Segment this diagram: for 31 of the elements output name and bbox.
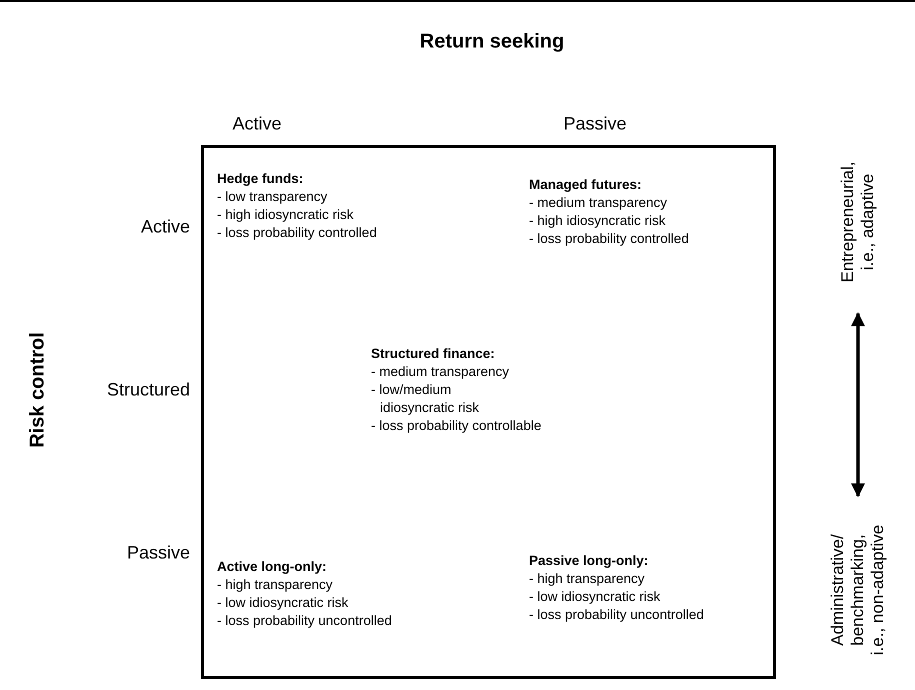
bullet-text: - loss probability uncontrolled	[217, 612, 393, 630]
bullet-text: - loss probability controlled	[529, 230, 690, 248]
bullet-text: - high transparency	[217, 576, 334, 594]
bullet-text: - loss probability uncontrolled	[529, 606, 705, 624]
axis-category-label: Structured	[106, 380, 190, 400]
axis-category-label: Passive	[126, 542, 190, 564]
bullet-text: - medium transparency	[529, 194, 668, 212]
bullet-text: - loss probability controlled	[217, 224, 378, 242]
bullet-text: - low transparency	[217, 188, 328, 206]
matrix-frame	[201, 145, 776, 679]
axis-pole-label: Administrative/ benchmarking, i.e., non-adaptive	[828, 520, 888, 660]
category-heading: Active long-only:	[217, 558, 328, 576]
bullet-text: - low/medium idiosyncratic risk	[371, 381, 480, 417]
bullet-text: - medium transparency	[371, 363, 510, 381]
axis-pole-label: Entrepreneurial, i.e., adaptive	[838, 154, 878, 290]
category-heading: Managed futures:	[529, 176, 643, 194]
category-heading: Hedge funds:	[217, 170, 304, 188]
axis-category-label: Active	[232, 114, 282, 134]
bullet-text: - high idiosyncratic risk	[217, 206, 355, 224]
category-heading: Structured finance:	[371, 345, 496, 363]
category-heading: Passive long-only:	[529, 552, 650, 570]
bullet-text: - low idiosyncratic risk	[217, 594, 350, 612]
bullet-text: - loss probability controllable	[371, 417, 542, 435]
bullet-text: - high transparency	[529, 570, 646, 588]
axis-title: Return seeking	[420, 30, 564, 54]
bullet-text: - high idiosyncratic risk	[529, 212, 667, 230]
axis-title: Risk control	[26, 332, 50, 448]
axis-category-label: Passive	[563, 114, 627, 134]
double-arrow	[851, 312, 865, 498]
axis-category-label: Active	[140, 216, 190, 238]
bullet-text: - low idiosyncratic risk	[529, 588, 662, 606]
